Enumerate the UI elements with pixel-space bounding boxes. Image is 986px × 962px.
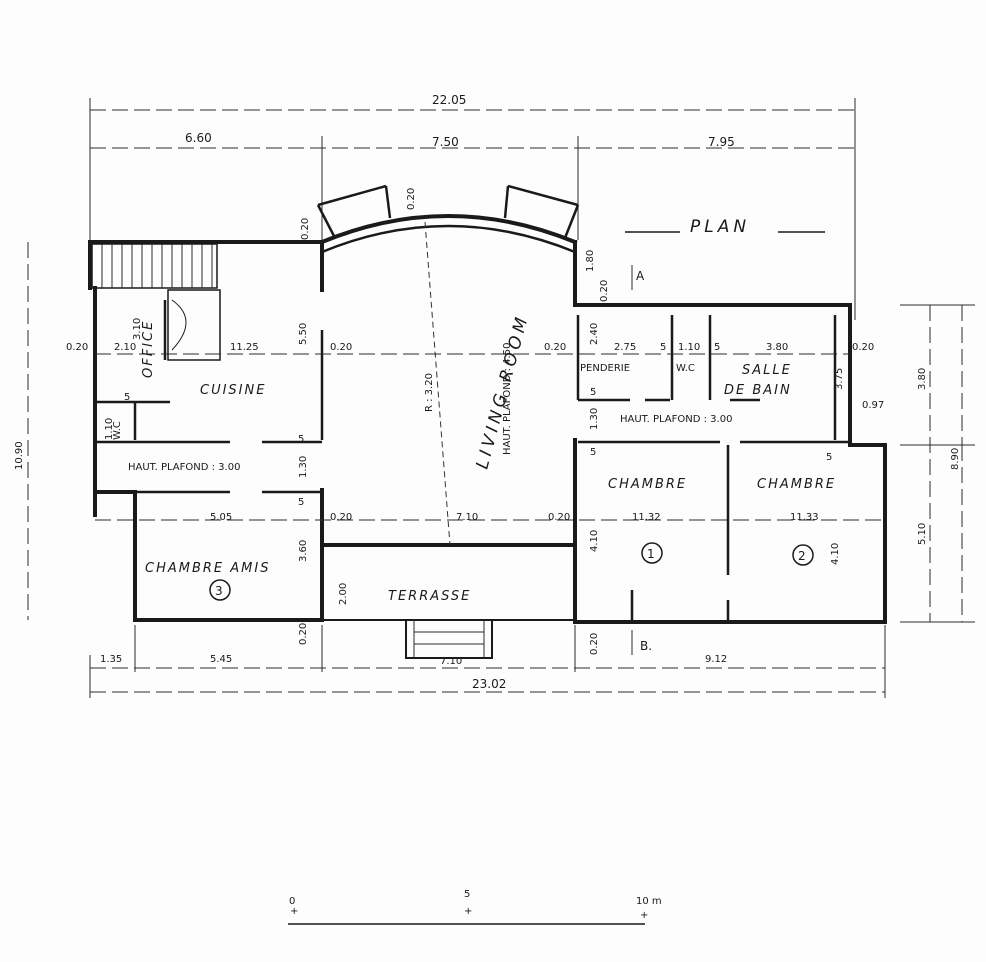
bottom-dimension-lines bbox=[89, 625, 886, 698]
dim-275: 2.75 bbox=[614, 342, 636, 353]
dim-top-left: 6.60 bbox=[185, 131, 212, 145]
dim-710: 7.10 bbox=[456, 512, 478, 523]
dim-110b: 1.10 bbox=[678, 342, 700, 353]
exterior-stairs bbox=[91, 243, 218, 289]
dim-right-overall: 8.90 bbox=[950, 448, 961, 470]
interior-walls bbox=[95, 300, 850, 620]
terrace-steps bbox=[405, 619, 493, 659]
dim-240: 2.40 bbox=[589, 323, 600, 345]
note-ceiling-left: HAUT. PLAFOND : 3.00 bbox=[128, 462, 240, 473]
section-mark-b: B. bbox=[640, 639, 652, 653]
dim-bottom-overall: 23.02 bbox=[472, 677, 506, 691]
dim-5b: 5 bbox=[298, 434, 304, 445]
dim-200: 2.00 bbox=[338, 583, 349, 605]
dim-bottom-a: 1.35 bbox=[100, 654, 122, 665]
dim-1125: 11.25 bbox=[230, 342, 259, 353]
room-de-bain: DE BAIN bbox=[724, 383, 792, 398]
room-salle: SALLE bbox=[742, 363, 792, 378]
dim-410b: 4.10 bbox=[830, 543, 841, 565]
svg-text:+: + bbox=[290, 906, 298, 917]
dim-5h: 5 bbox=[590, 447, 596, 458]
dim-5f: 5 bbox=[590, 387, 596, 398]
plan-title: PLAN bbox=[690, 217, 750, 237]
dim-020-arc: 0.20 bbox=[406, 188, 417, 210]
dim-5a: 5 bbox=[124, 392, 130, 403]
dim-020-mid: 0.20 bbox=[544, 342, 566, 353]
dim-bottom-b: 5.45 bbox=[210, 654, 232, 665]
dim-bottom-c: 7.10 bbox=[440, 656, 462, 667]
dim-5e: 5 bbox=[714, 342, 720, 353]
dim-360: 3.60 bbox=[298, 540, 309, 562]
scale-label-0: 0 bbox=[289, 896, 295, 907]
dim-right-lower: 5.10 bbox=[917, 523, 928, 545]
room-cuisine: CUISINE bbox=[200, 383, 266, 398]
dim-020-a: 0.20 bbox=[66, 342, 88, 353]
dim-020-top: 0.20 bbox=[300, 218, 311, 240]
svg-text:+: + bbox=[464, 906, 472, 917]
top-dimension-lines bbox=[89, 98, 856, 320]
room-number-circle-1 bbox=[641, 542, 663, 564]
room-penderie: PENDERIE bbox=[580, 363, 630, 374]
dim-5c: 5 bbox=[298, 497, 304, 508]
note-radius: R : 3.20 bbox=[424, 373, 435, 412]
dim-overall-top: 22.05 bbox=[432, 93, 466, 107]
dim-1133: 11.33 bbox=[790, 512, 819, 523]
dim-020-e: 0.20 bbox=[548, 512, 570, 523]
dim-410a: 4.10 bbox=[589, 530, 600, 552]
bay-window-railings bbox=[316, 184, 580, 239]
dim-110: 1.10 bbox=[104, 418, 115, 440]
room-wc-right: W.C bbox=[676, 363, 695, 374]
dim-130: 1.30 bbox=[298, 456, 309, 478]
scale-label-5: 5 bbox=[464, 889, 470, 900]
room-chambre-1: CHAMBRE bbox=[608, 477, 687, 492]
exterior-walls bbox=[88, 214, 887, 624]
dim-bottom-d: 9.12 bbox=[705, 654, 727, 665]
note-ceiling-living: HAUT. PLAFOND : 4.50 bbox=[502, 343, 513, 455]
room-chambre-amis: CHAMBRE AMIS bbox=[145, 561, 270, 576]
room-number-2: 2 bbox=[798, 549, 806, 563]
dim-310: 3.10 bbox=[132, 318, 143, 340]
dim-5g: 5 bbox=[826, 452, 832, 463]
note-ceiling-right: HAUT. PLAFOND : 3.00 bbox=[620, 414, 732, 425]
dim-180: 1.80 bbox=[585, 250, 596, 272]
dim-020-r: 0.20 bbox=[599, 280, 610, 302]
dim-505: 5.05 bbox=[210, 512, 232, 523]
dim-020-b: 0.20 bbox=[330, 342, 352, 353]
dim-left-height: 10.90 bbox=[14, 441, 25, 470]
svg-text:+: + bbox=[640, 910, 648, 921]
room-number-circle-3 bbox=[209, 579, 231, 601]
dim-5d: 5 bbox=[660, 342, 666, 353]
room-chambre-2: CHAMBRE bbox=[757, 477, 836, 492]
room-number-circle-2 bbox=[792, 544, 814, 566]
dim-020-bot: 0.20 bbox=[589, 633, 600, 655]
dim-375: 3.75 bbox=[834, 368, 845, 390]
dim-380: 3.80 bbox=[766, 342, 788, 353]
room-wc-left: W.C bbox=[112, 421, 123, 440]
right-dimension-lines bbox=[900, 304, 975, 623]
room-number-3: 3 bbox=[215, 584, 223, 598]
dim-top-right: 7.95 bbox=[708, 135, 735, 149]
dim-097: 0.97 bbox=[862, 400, 884, 411]
scale-bar: + + + bbox=[288, 906, 648, 925]
dim-210: 2.10 bbox=[114, 342, 136, 353]
dim-right-upper: 3.80 bbox=[917, 368, 928, 390]
dim-top-center: 7.50 bbox=[432, 135, 459, 149]
dim-020-c: 0.20 bbox=[330, 512, 352, 523]
section-mark-a: A bbox=[636, 269, 645, 283]
dim-020-d: 0.20 bbox=[298, 623, 309, 645]
dim-130b: 1.30 bbox=[589, 408, 600, 430]
dim-020-rr: 0.20 bbox=[852, 342, 874, 353]
room-terrasse: TERRASSE bbox=[388, 589, 471, 604]
room-number-1: 1 bbox=[647, 547, 655, 561]
room-office: OFFICE bbox=[141, 320, 156, 378]
radius-line bbox=[424, 221, 451, 546]
dim-1132: 11.32 bbox=[632, 512, 661, 523]
dim-550: 5.50 bbox=[298, 323, 309, 345]
spiral-staircase bbox=[167, 289, 221, 361]
scale-label-10: 10 m bbox=[636, 896, 662, 907]
